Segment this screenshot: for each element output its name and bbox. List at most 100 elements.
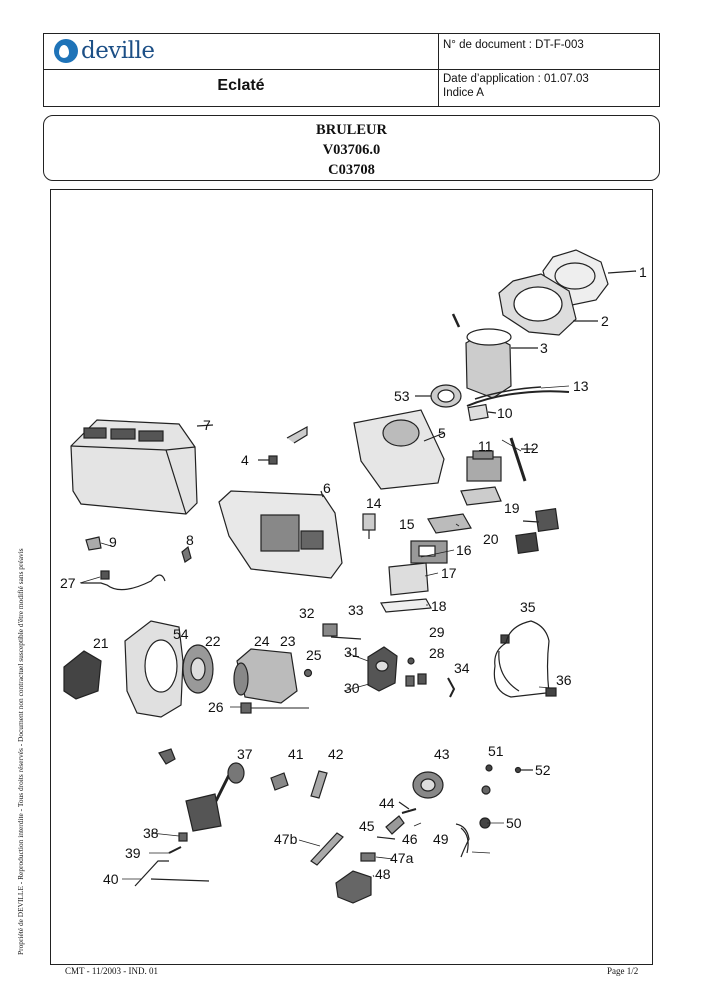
document-title: Eclaté (217, 77, 265, 94)
part-label-32: 32 (299, 605, 315, 621)
part-7-cover (70, 419, 214, 515)
part-label-18: 18 (431, 598, 447, 614)
part-label-14: 14 (366, 495, 382, 511)
part-label-43: 43 (434, 746, 450, 762)
part-label-17: 17 (441, 565, 457, 581)
part-label-11: 11 (478, 438, 493, 454)
part-6-base (218, 490, 343, 579)
part-30-pump (367, 646, 398, 692)
part-label-29: 29 (429, 624, 445, 640)
part-46-47a-holder (360, 836, 396, 862)
divider (44, 69, 659, 70)
part-18-strip (380, 598, 432, 613)
logo-text: deville (81, 38, 155, 64)
part-53-ring (415, 384, 462, 408)
part-label-26: 26 (208, 699, 224, 715)
part-42-electrode (310, 770, 328, 799)
product-line-1: BRULEUR (316, 122, 387, 138)
drop-icon (54, 39, 78, 63)
part-label-46: 46 (402, 831, 418, 847)
part-label-8: 8 (186, 532, 194, 548)
part-label-20: 20 (483, 531, 499, 547)
part-label-25: 25 (306, 647, 322, 663)
part-label-19: 19 (504, 500, 520, 516)
divider (438, 34, 439, 106)
date-application: Date d’application : 01.07.03 (443, 73, 589, 85)
date-application-block: Date d’application : 01.07.03 Indice A (443, 72, 589, 100)
exploded-view-diagram: 1 2 3 13 53 10 7 5 12 11 4 6 14 19 15 20… (60, 249, 647, 904)
part-label-52: 52 (535, 762, 551, 778)
part-16-support (410, 540, 448, 564)
part-label-44: 44 (379, 795, 395, 811)
part-32-33-bracket (322, 623, 362, 640)
part-label-48: 48 (375, 866, 391, 882)
part-41-fitting (270, 772, 289, 791)
part-40-electrode (134, 860, 210, 887)
part-47b-electrode (310, 832, 344, 866)
part-label-47a: 47a (390, 850, 414, 866)
part-28-fittings (405, 657, 456, 698)
part-label-31: 31 (344, 644, 360, 660)
product-line-3: C03708 (328, 162, 375, 178)
part-48-valve (335, 870, 372, 904)
part-label-22: 22 (205, 633, 221, 649)
footer-page: Page 1/2 (607, 966, 639, 976)
part-label-16: 16 (456, 542, 472, 558)
part-17-block (388, 562, 429, 596)
product-box: BRULEUR V03706.0 C03708 (43, 115, 660, 181)
part-10-plate (467, 403, 497, 422)
part-12-rod (509, 437, 534, 482)
part-22-fan (182, 644, 214, 694)
part-27-cable (81, 570, 166, 591)
part-19-connector (522, 508, 559, 532)
part-label-21: 21 (93, 635, 109, 651)
bracket (460, 486, 502, 506)
part-35-hose (493, 620, 557, 698)
part-label-34: 34 (454, 660, 470, 676)
part-24-motor (233, 648, 298, 704)
part-26-probe (240, 702, 309, 714)
part-49-wires (455, 823, 470, 858)
part-label-38: 38 (143, 825, 159, 841)
part-label-42: 42 (328, 746, 344, 762)
part-9-screw (85, 536, 102, 551)
part-label-27: 27 (60, 575, 76, 591)
part-label-10: 10 (497, 405, 513, 421)
indice: Indice A (443, 87, 484, 99)
part-label-15: 15 (399, 516, 415, 532)
part-label-30: 30 (344, 680, 360, 696)
part-44-45-nozzle (385, 801, 417, 835)
part-label-24: 24 (254, 633, 270, 649)
part-43-head (412, 771, 444, 799)
part-label-2: 2 (601, 313, 609, 329)
part-label-9: 9 (109, 534, 117, 550)
part-label-1: 1 (639, 264, 647, 280)
part-38-clip (178, 832, 188, 842)
part-39-pin (168, 846, 182, 854)
part-label-41: 41 (288, 746, 304, 762)
side-copyright-note: Propriété de DEVILLE - Reproduction inte… (16, 548, 25, 955)
product-line-2: V03706.0 (322, 142, 381, 158)
part-50-51-52-seals (479, 764, 533, 829)
part-54-fan-housing (124, 620, 184, 718)
part-5-housing-plate (353, 409, 445, 490)
deville-logo: deville (54, 38, 155, 64)
part-label-39: 39 (125, 845, 141, 861)
leader-lines (79, 385, 570, 880)
footer-left: CMT - 11/2003 - IND. 01 (65, 966, 158, 976)
part-13-cable (466, 386, 570, 407)
part-label-33: 33 (348, 602, 364, 618)
part-label-28: 28 (429, 645, 445, 661)
part-label-40: 40 (103, 871, 119, 887)
header-table: deville Eclaté N° de document : DT-F-003… (43, 33, 660, 107)
part-15-bracket (427, 513, 472, 534)
part-label-12: 12 (523, 440, 539, 456)
part-3-blast-tube (465, 328, 538, 399)
part-label-3: 3 (540, 340, 548, 356)
part-label-7: 7 (203, 417, 211, 433)
part-14-sensor (362, 513, 376, 539)
part-label-13: 13 (573, 378, 589, 394)
part-label-35: 35 (520, 599, 536, 615)
part-label-49: 49 (433, 831, 449, 847)
document-number: N° de document : DT-F-003 (443, 39, 584, 51)
